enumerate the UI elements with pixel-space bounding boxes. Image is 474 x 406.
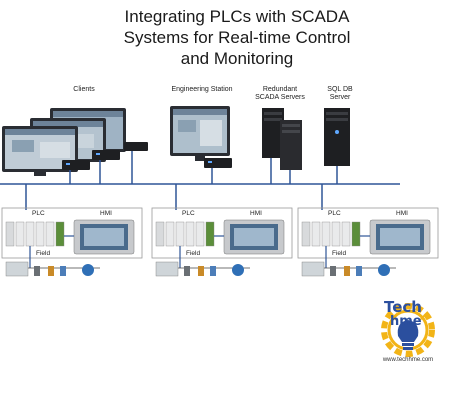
cell-3: [297, 207, 439, 277]
lightbulb-icon: [391, 315, 425, 350]
redundant-servers-label-line-1: Redundant: [262, 86, 298, 93]
sql-server-label-line-1: SQL DB: [327, 86, 353, 93]
title-line-3: and Monitoring: [180, 49, 294, 68]
cell-3-plc-label: PLC: [328, 210, 341, 217]
title-line-2: Systems for Real-time Control: [123, 28, 351, 47]
cell-3-plc: [301, 221, 361, 247]
cell-2: [151, 207, 293, 277]
cell-1-hmi-panel: [73, 219, 135, 255]
cell-2-hmi-panel: [223, 219, 285, 255]
cell-1: [1, 207, 143, 277]
cell-3-frame: [297, 207, 439, 259]
cell-2-field-devices: [155, 261, 244, 277]
cell-2-plc: [155, 221, 215, 247]
cell-3-hmi-panel: [369, 219, 431, 255]
cell-3-hmi-label: HMI: [396, 210, 408, 217]
cell-2-frame: [151, 207, 293, 259]
clients-label: Clients: [73, 86, 95, 93]
engineering-station-label: Engineering Station: [171, 86, 233, 93]
sql-server-group: [324, 108, 350, 166]
cell-1-field-label: Field: [36, 250, 51, 257]
redundant-servers-label: Redundant SCADA Servers: [250, 86, 310, 102]
cell-1-frame: [1, 207, 143, 259]
cell-1-plc: [5, 221, 65, 247]
cell-2-plc-label: PLC: [182, 210, 195, 217]
cell-3-field-label: Field: [332, 250, 347, 257]
diagram-title: Integrating PLCs with SCADA Systems for …: [0, 6, 474, 69]
cell-1-hmi-label: HMI: [100, 210, 112, 217]
cell-1-field-devices: [5, 261, 94, 277]
cell-1-plc-label: PLC: [32, 210, 45, 217]
techhme-logo: [381, 303, 435, 357]
logo-url: www.techhme.com: [382, 357, 434, 363]
redundant-servers-label-line-2: SCADA Servers: [255, 94, 305, 101]
cell-2-field-label: Field: [186, 250, 201, 257]
client-pc-boxes: [62, 142, 148, 170]
engineering-station-group: [170, 106, 232, 168]
clients-group: [2, 108, 148, 176]
sql-server-label-line-2: Server: [329, 94, 351, 101]
title-line-1: Integrating PLCs with SCADA: [124, 7, 350, 26]
logo-text-line-1: Tech: [384, 298, 422, 316]
cell-2-hmi-label: HMI: [250, 210, 262, 217]
client-monitor-front: [2, 126, 78, 176]
sql-server-label: SQL DB Server: [318, 86, 362, 102]
scada-servers-group: [262, 108, 302, 170]
logo-text-line-2: hme: [390, 314, 422, 329]
cell-3-field-devices: [301, 261, 390, 277]
network-lines: [0, 151, 400, 210]
